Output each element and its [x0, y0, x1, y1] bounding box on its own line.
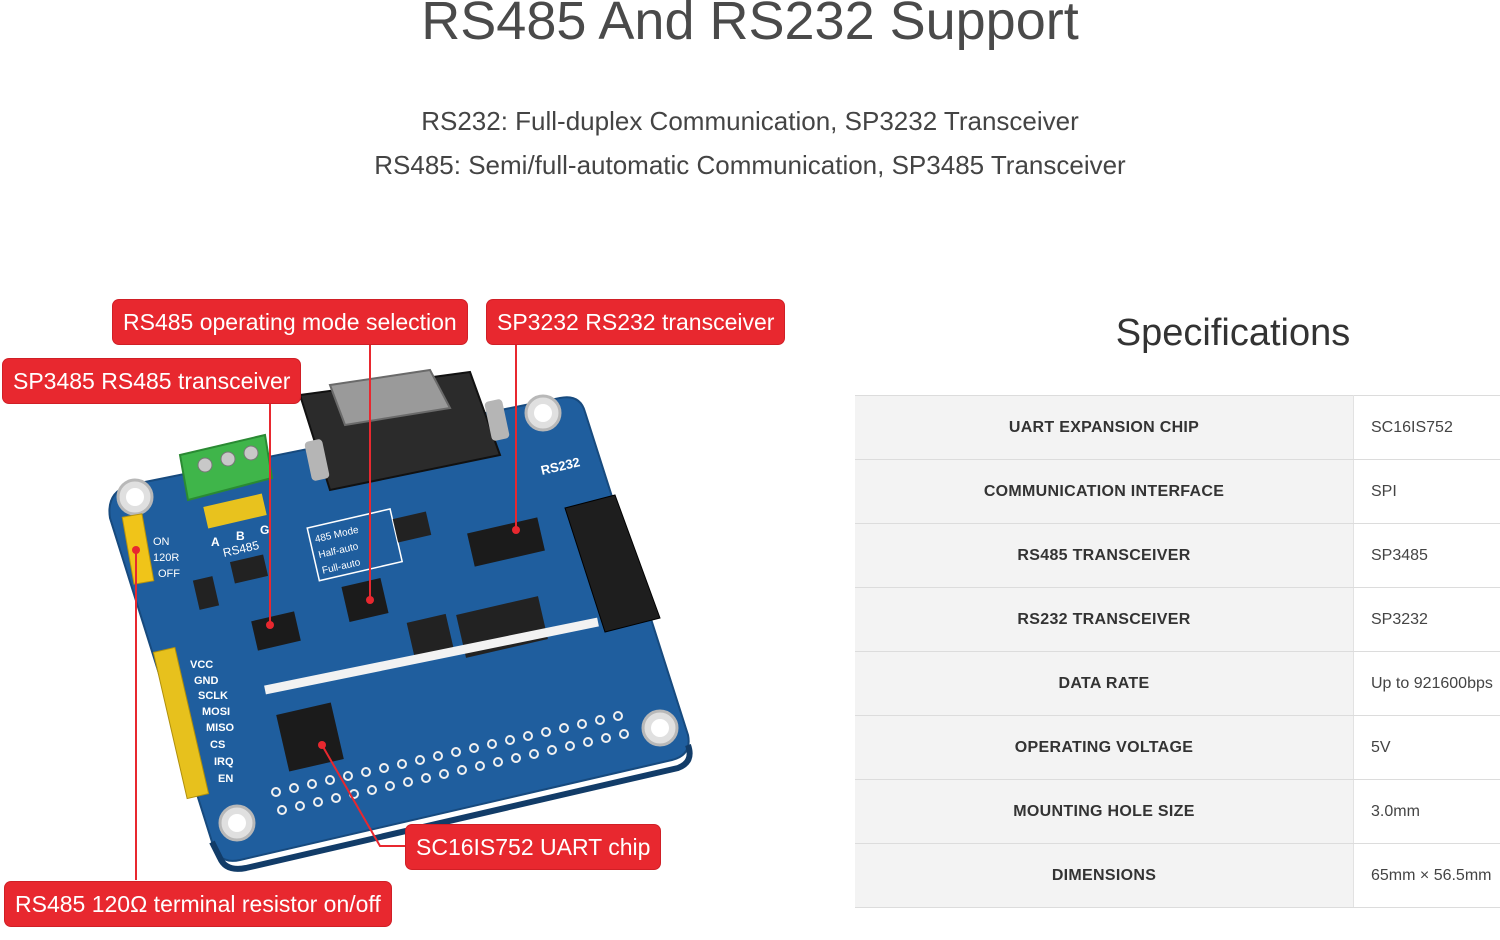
callout-sp3485: SP3485 RS485 transceiver	[3, 359, 300, 403]
callout-terminal-resistor: RS485 120Ω terminal resistor on/off	[5, 882, 391, 926]
switch-label: ON	[153, 536, 170, 548]
pin-label: SCLK	[198, 690, 228, 702]
spec-value: SP3485	[1354, 524, 1500, 588]
leader-dot	[318, 741, 326, 749]
mounting-hole	[228, 814, 246, 832]
spec-value: SC16IS752	[1354, 396, 1500, 460]
pin-label: GND	[194, 675, 219, 687]
spec-value: 5V	[1354, 716, 1500, 780]
pin-label: IRQ	[214, 756, 234, 768]
callout-sc16is752: SC16IS752 UART chip	[406, 825, 660, 869]
terminal-label: A	[211, 535, 220, 549]
spec-key: COMMUNICATION INTERFACE	[855, 460, 1354, 524]
pin-label: MISO	[206, 722, 235, 734]
terminal-screw	[198, 458, 212, 472]
callout-sp3232: SP3232 RS232 transceiver	[487, 300, 784, 344]
spec-key: RS232 TRANSCEIVER	[855, 588, 1354, 652]
spec-key: OPERATING VOLTAGE	[855, 716, 1354, 780]
subtitle-rs232: RS232: Full-duplex Communication, SP3232…	[0, 105, 1500, 137]
spec-value: 65mm × 56.5mm	[1354, 844, 1500, 908]
pin-label: VCC	[190, 659, 213, 671]
terminal-label: G	[260, 523, 269, 537]
spec-key: UART EXPANSION CHIP	[855, 396, 1354, 460]
spec-key: DIMENSIONS	[855, 844, 1354, 908]
callout-mode-selection: RS485 operating mode selection	[113, 300, 467, 344]
specifications-title: Specifications	[1050, 312, 1416, 355]
leader-dot	[512, 526, 520, 534]
mounting-hole	[126, 488, 144, 506]
terminal-screw	[244, 446, 258, 460]
spec-value: Up to 921600bps	[1354, 652, 1500, 716]
pin-label: EN	[218, 773, 233, 785]
terminal-screw	[221, 452, 235, 466]
leader-dot	[366, 596, 374, 604]
spec-value: SPI	[1354, 460, 1500, 524]
spec-value: 3.0mm	[1354, 780, 1500, 844]
mounting-hole	[651, 719, 669, 737]
pin-label: CS	[210, 739, 225, 751]
subtitle-rs485: RS485: Semi/full-automatic Communication…	[0, 149, 1500, 181]
mounting-hole	[534, 404, 552, 422]
spec-key: DATA RATE	[855, 652, 1354, 716]
switch-label: 120R	[153, 552, 179, 564]
page-title: RS485 And RS232 Support	[0, 0, 1500, 56]
leader-dot	[266, 621, 274, 629]
pin-label: MOSI	[202, 706, 230, 718]
leader-dot	[132, 546, 140, 554]
switch-label: OFF	[158, 568, 180, 580]
spec-key: MOUNTING HOLE SIZE	[855, 780, 1354, 844]
spec-key: RS485 TRANSCEIVER	[855, 524, 1354, 588]
spec-value: SP3232	[1354, 588, 1500, 652]
